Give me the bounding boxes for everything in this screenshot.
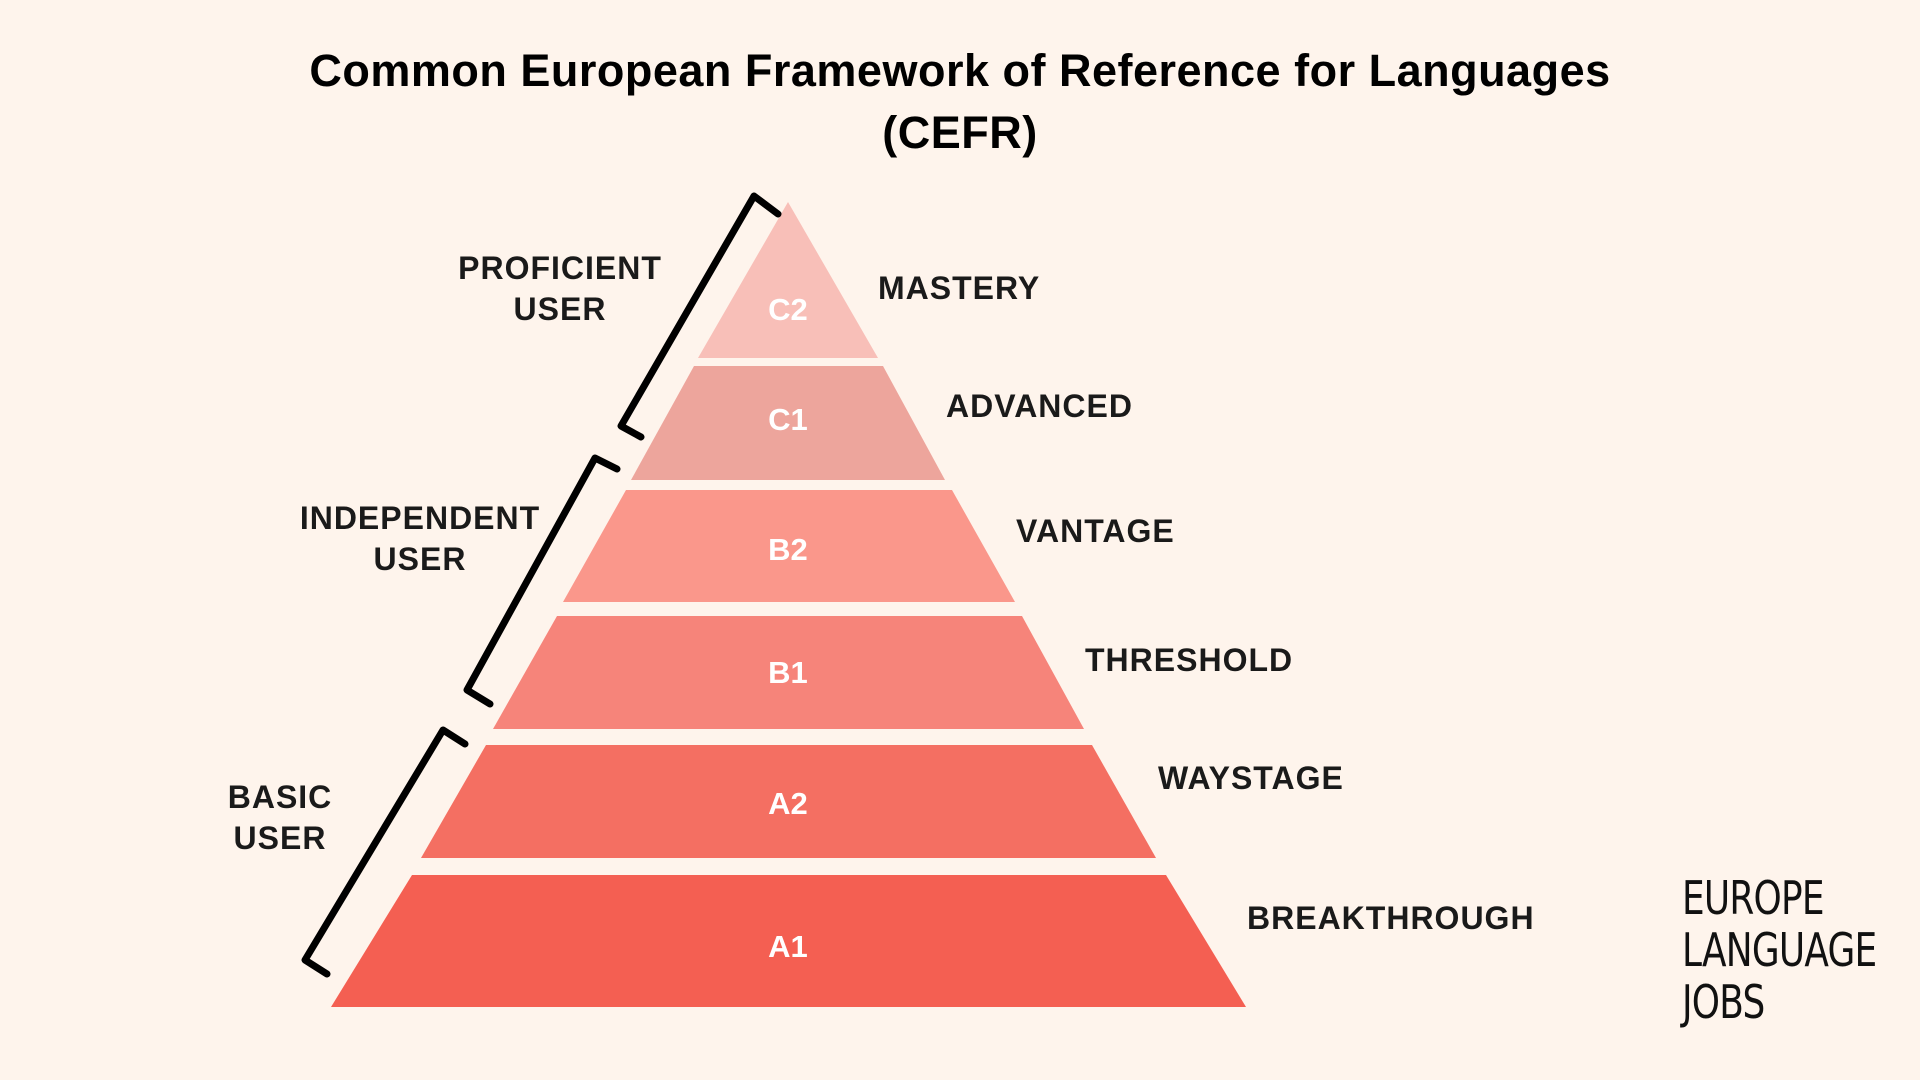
level-name-advanced: ADVANCED [946, 388, 1133, 424]
bracket-basic [301, 726, 469, 978]
tier-a1 [331, 875, 1246, 1007]
title-line-2: (CEFR) [882, 107, 1038, 158]
group-label-independent-line-2: USER [373, 541, 467, 577]
level-name-mastery: MASTERY [878, 270, 1041, 306]
tier-code-c2: C2 [768, 292, 808, 327]
bracket-proficient [617, 192, 782, 441]
logo-line-2: LANGUAGE [1682, 923, 1877, 977]
tier-code-b2: B2 [768, 532, 808, 567]
group-label-independent: INDEPENDENT USER [285, 498, 555, 580]
tier-code-a1: A1 [768, 929, 808, 964]
group-label-basic: BASIC USER [200, 777, 360, 859]
tier-b1 [493, 616, 1084, 729]
tier-a2 [421, 745, 1156, 858]
group-label-proficient-line-2: USER [513, 291, 607, 327]
page-title: Common European Framework of Reference f… [160, 40, 1760, 164]
title-line-1: Common European Framework of Reference f… [309, 45, 1611, 96]
level-name-vantage: VANTAGE [1016, 513, 1175, 549]
level-name-waystage: WAYSTAGE [1158, 760, 1344, 796]
bracket-independent [463, 454, 621, 708]
logo-line-3: JOBS [1682, 975, 1765, 1029]
europe-language-jobs-logo: EUROPE LANGUAGE JOBS [1682, 871, 1877, 1029]
group-label-basic-line-1: BASIC [227, 779, 333, 815]
tier-code-a2: A2 [768, 786, 808, 821]
tier-c2 [698, 202, 878, 358]
tier-code-b1: B1 [768, 655, 808, 690]
tier-c1 [631, 366, 945, 480]
level-name-threshold: THRESHOLD [1085, 642, 1294, 678]
group-label-basic-line-2: USER [233, 820, 327, 856]
group-label-proficient: PROFICIENT USER [440, 248, 680, 330]
level-name-breakthrough: BREAKTHROUGH [1247, 900, 1535, 936]
logo-line-1: EUROPE [1682, 871, 1825, 925]
tier-b2 [563, 490, 1015, 602]
tier-code-c1: C1 [768, 402, 808, 437]
group-label-proficient-line-1: PROFICIENT [458, 250, 662, 286]
group-label-independent-line-1: INDEPENDENT [299, 500, 541, 536]
